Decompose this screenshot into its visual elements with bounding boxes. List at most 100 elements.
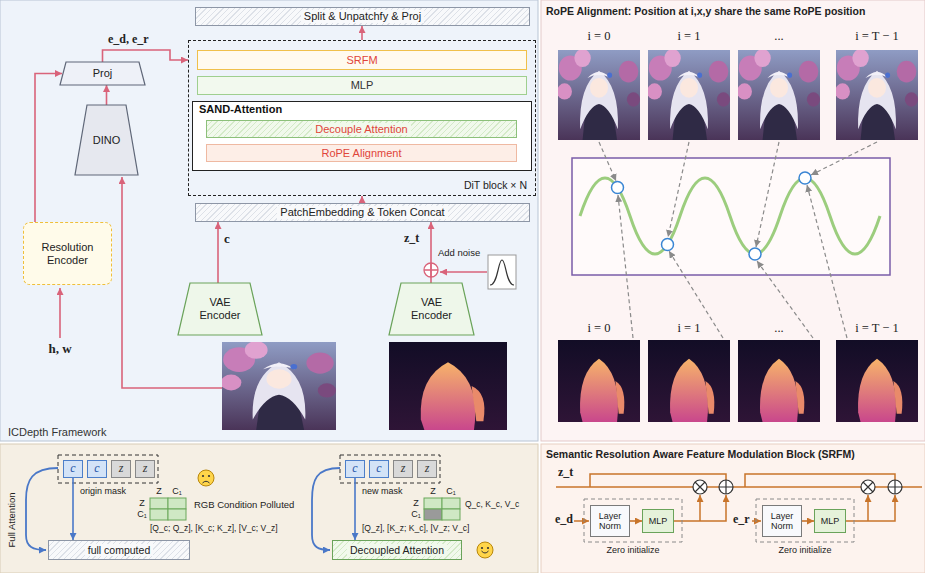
index-label: i = 1 <box>677 29 700 43</box>
index-label: i = 0 <box>587 321 610 335</box>
decor-shape <box>757 261 813 338</box>
result-box: Decoupled Attention <box>332 540 462 560</box>
decor-shape <box>198 470 214 486</box>
token-box: c <box>63 460 83 478</box>
norm-box: Layer Norm <box>590 505 630 537</box>
framework-panel <box>0 0 538 441</box>
trapezoid-shape <box>75 105 138 175</box>
formula-label: Q_c, K_c, V_c <box>465 500 519 510</box>
rope-images <box>557 49 918 422</box>
token-box: z <box>417 460 437 478</box>
box-label: Split & Unpatchfy & Proj <box>301 10 424 23</box>
decor-shape <box>168 509 186 520</box>
trapezoid-shape <box>178 283 262 335</box>
encoder-box: Resolution Encoder <box>23 222 112 285</box>
box-label: MLP <box>821 516 840 526</box>
box-label: DINO <box>93 134 121 147</box>
matrix-label: Z <box>156 486 162 496</box>
index-label: i = T − 1 <box>855 321 899 335</box>
decor-shape <box>477 542 493 558</box>
attention-group: SAND-AttentionDecouple AttentionRoPE Ali… <box>192 101 532 171</box>
decor-shape <box>799 172 811 184</box>
box-label: c <box>352 462 357 476</box>
box-label: z <box>119 462 124 476</box>
matrix-label: Z <box>139 498 145 508</box>
decor-shape <box>835 49 918 140</box>
index-label: i = 1 <box>677 321 700 335</box>
decor-shape <box>668 142 689 237</box>
rope-sine <box>580 178 880 254</box>
panel-title: ICDepth Framework <box>8 426 106 439</box>
note-label: RGB Condition Polluted <box>194 500 294 511</box>
connector-arrow <box>72 478 74 540</box>
decor-shape <box>888 480 902 494</box>
process-box: Split & Unpatchfy & Proj <box>195 7 530 26</box>
math-label: z_t <box>558 466 573 480</box>
connector-arrow <box>103 50 189 62</box>
box-label: z <box>143 462 148 476</box>
box-label: c <box>376 462 381 476</box>
decor-shape <box>481 547 483 549</box>
decor-shape <box>846 495 895 521</box>
token-box: z <box>111 460 131 478</box>
box-label: z <box>425 462 430 476</box>
box-label: Layer Norm <box>594 511 626 532</box>
matrix-label: C₁ <box>172 486 182 496</box>
srfm-operators <box>693 480 902 494</box>
decor-shape <box>756 499 854 542</box>
decor-shape <box>693 480 707 494</box>
vae-trapezoid: VAE Encoder <box>178 283 262 335</box>
mlp-box: MLP <box>814 509 846 533</box>
decor-shape <box>612 182 624 194</box>
token-box: z <box>135 460 155 478</box>
decor-shape <box>756 142 779 247</box>
box-label: MLP <box>351 79 374 92</box>
result-box: full computed <box>48 540 190 560</box>
edge-label: z_t <box>404 232 419 246</box>
edge-label: e_d, e_r <box>108 33 149 47</box>
connector-arrow <box>630 520 642 522</box>
happy-emoji <box>477 542 493 558</box>
attention-arrow <box>312 468 340 550</box>
token-box: z <box>393 460 413 478</box>
note-label: Zero initialize <box>778 545 831 555</box>
box-label: RoPE Alignment <box>321 147 401 160</box>
formula-label: [Q_z], [K_z; K_c], [V_z; V_c] <box>362 524 469 534</box>
panel-title: RoPE Alignment: Position at i,x,y share … <box>546 5 922 17</box>
decor-shape <box>557 49 640 140</box>
decor-shape <box>738 340 820 422</box>
math-label: h, w <box>48 342 71 357</box>
rope-position-dots <box>612 172 812 260</box>
connector-arrow <box>217 222 219 283</box>
token-box: c <box>345 460 365 478</box>
decor-shape <box>695 482 705 492</box>
box-label: full computed <box>85 544 153 556</box>
box-label: Layer Norm <box>766 511 798 532</box>
box-label: MLP <box>649 516 668 526</box>
decor-shape <box>574 520 589 522</box>
box-label: Resolution Encoder <box>36 241 100 266</box>
box-label: Proj <box>93 67 113 80</box>
attention-box: Decouple Attention <box>206 120 517 138</box>
dino-trapezoid: DINO <box>75 105 138 175</box>
decor-shape <box>202 475 204 477</box>
decor-shape <box>150 498 168 509</box>
decor-shape <box>558 340 640 422</box>
decor-shape <box>669 251 723 338</box>
mask-matrix <box>150 498 460 520</box>
sad-emoji <box>198 470 214 486</box>
vae-trapezoid: VAE Encoder <box>389 283 474 335</box>
zero-init-bracket <box>584 499 854 542</box>
input-arrow <box>59 288 61 338</box>
box-label: SRFM <box>346 54 377 67</box>
process-box: PatchEmbedding & Token Concat <box>195 203 530 222</box>
panel-title: Semantic Resolution Aware Feature Modula… <box>546 448 922 460</box>
decor-shape <box>487 547 489 549</box>
note-label: Add noise <box>438 248 480 259</box>
decor-shape <box>867 495 869 521</box>
connector-arrow <box>354 478 356 540</box>
decor-shape <box>749 248 761 260</box>
decor-shape <box>618 195 633 338</box>
decor-shape <box>203 481 210 483</box>
decor-shape <box>482 551 489 553</box>
